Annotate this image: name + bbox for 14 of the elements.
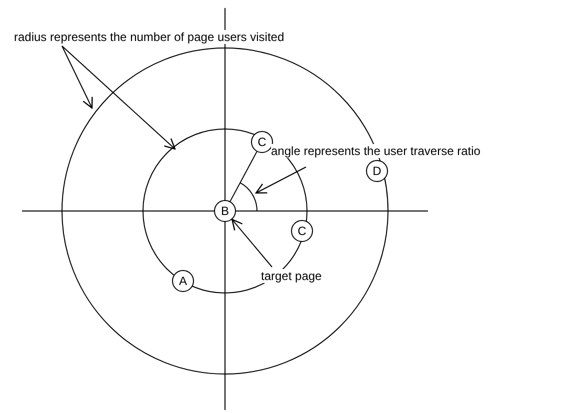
page-node: C xyxy=(251,131,273,153)
annotation-text: radius represents the number of page users visited xyxy=(14,30,284,44)
arrow xyxy=(62,46,176,150)
page-node: C xyxy=(291,220,313,242)
page-node: B xyxy=(214,200,236,222)
annotation-text: target page xyxy=(261,269,322,283)
connector-line xyxy=(230,151,258,202)
page-node: A xyxy=(172,270,194,292)
arrow xyxy=(255,166,306,194)
arrow xyxy=(231,218,272,268)
annotation-text: angle represents the user traverse ratio xyxy=(271,144,480,158)
angle-arc xyxy=(240,182,258,212)
page-node: D xyxy=(366,160,388,182)
arrow xyxy=(62,46,93,109)
